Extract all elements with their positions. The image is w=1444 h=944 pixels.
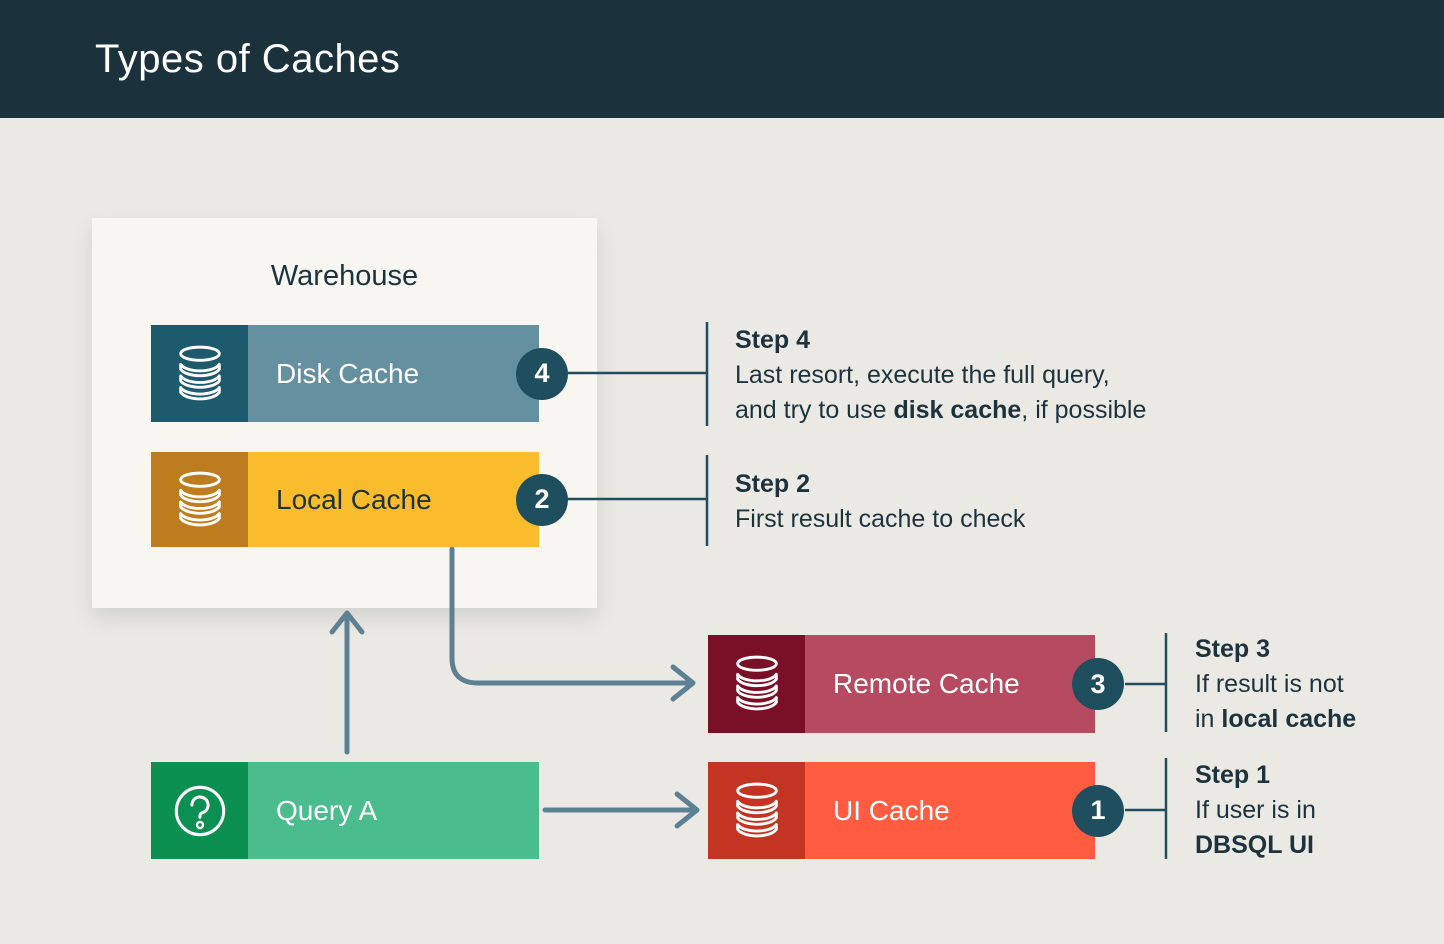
query-a-node: Query A [151, 762, 539, 859]
ui-cache-node: UI Cache 1 [708, 762, 1124, 859]
remote-cache-label: Remote Cache [833, 668, 1020, 699]
query-a-label: Query A [276, 794, 378, 826]
step2-title: Step 2 [735, 470, 811, 498]
ui-cache-icon-cell [708, 762, 805, 859]
local-cache-node: Local Cache 2 [151, 452, 568, 547]
step2-annotation: Step 2 First result cache to check [735, 467, 1025, 537]
remote-cache-icon-cell [708, 635, 805, 733]
ui-cache-label: UI Cache [833, 794, 950, 826]
page-title: Types of Caches [95, 36, 401, 81]
step4-line1: Last resort, execute the full query, [735, 361, 1110, 389]
database-icon [178, 345, 221, 400]
question-mark-icon [174, 785, 225, 836]
disk-cache-step-badge: 4 [516, 347, 568, 400]
step1-title: Step 1 [1195, 761, 1271, 789]
step3-line1: If result is not [1195, 670, 1344, 698]
header-bar: Types of Caches [0, 0, 1444, 118]
disk-cache-node: Disk Cache 4 [151, 325, 568, 422]
remote-cache-step-badge: 3 [1072, 658, 1124, 710]
step3-annotation: Step 3 If result is not in local cache [1195, 632, 1356, 737]
disk-cache-bar: Disk Cache [248, 325, 539, 422]
database-icon [735, 782, 778, 837]
step4-title: Step 4 [735, 326, 811, 354]
step1-line2: DBSQL UI [1195, 831, 1314, 859]
step4-annotation: Step 4 Last resort, execute the full que… [735, 323, 1146, 428]
step1-annotation: Step 1 If user is in DBSQL UI [1195, 758, 1316, 863]
step3-connector [1125, 633, 1168, 732]
step4-line2: and try to use disk cache, if possible [735, 396, 1147, 424]
ui-cache-step-badge: 1 [1072, 784, 1124, 837]
disk-cache-label: Disk Cache [276, 357, 420, 389]
disk-cache-icon-cell [151, 325, 248, 422]
step3-line2: in local cache [1195, 705, 1357, 733]
remote-cache-bar: Remote Cache [805, 635, 1095, 733]
warehouse-label: Warehouse [270, 260, 419, 292]
step1-line1: If user is in [1195, 796, 1316, 824]
local-cache-icon-cell [151, 452, 248, 547]
arrow-query-to-warehouse [329, 610, 365, 755]
step3-title: Step 3 [1195, 635, 1271, 663]
local-cache-step-badge: 2 [516, 473, 568, 526]
local-cache-bar: Local Cache [248, 452, 539, 547]
step2-line1: First result cache to check [735, 505, 1026, 533]
remote-cache-node: Remote Cache 3 [708, 635, 1124, 733]
database-icon [178, 471, 221, 526]
database-icon [735, 655, 778, 711]
query-a-icon-cell [151, 762, 248, 859]
query-a-bar: Query A [248, 762, 539, 859]
arrow-query-to-ui-cache [542, 791, 700, 829]
local-cache-label: Local Cache [276, 483, 432, 515]
ui-cache-bar: UI Cache [805, 762, 1095, 859]
step1-connector [1125, 758, 1168, 859]
